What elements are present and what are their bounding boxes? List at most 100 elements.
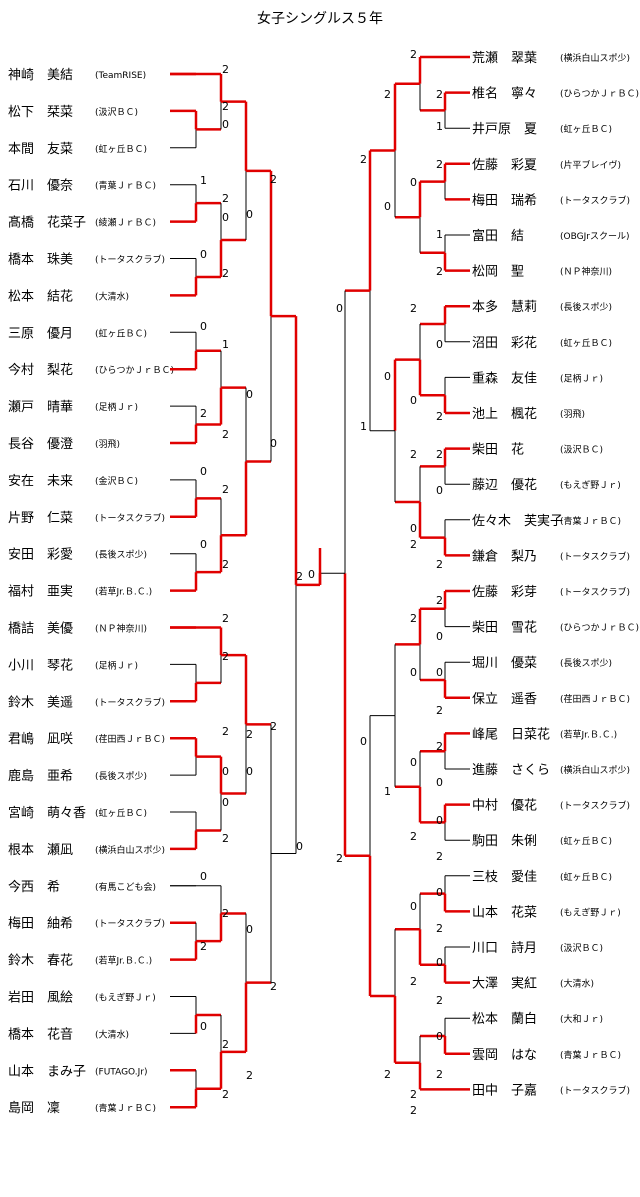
player-affiliation-right-7: (長後スポ少): [560, 301, 612, 313]
round-score: 0: [336, 302, 343, 315]
round-score: 2: [222, 1038, 229, 1051]
player-affiliation-left-14: (若草Jr.Ｂ.Ｃ.): [95, 586, 152, 598]
player-affiliation-right-24: (もえぎ野Ｊｒ): [560, 906, 621, 918]
player-name-right-5: 富田 結: [472, 228, 524, 244]
round-score: 1: [436, 228, 443, 241]
player-name-left-0: 神崎 美結: [8, 68, 73, 83]
round-score: 0: [200, 870, 207, 883]
player-name-right-0: 荒瀬 翠葉: [472, 51, 537, 66]
player-affiliation-left-18: (荏田西ＪｒＢＣ): [95, 734, 165, 745]
round-score: 2: [410, 538, 417, 551]
player-affiliation-right-5: (OBGJrスクール): [560, 231, 629, 242]
round-score: 2: [222, 483, 229, 496]
round-score: 0: [410, 666, 417, 679]
round-score: 1: [436, 120, 443, 133]
round-score: 2: [246, 728, 253, 741]
player-name-right-19: 峰尾 日菜花: [472, 726, 550, 742]
round-score: 2: [410, 48, 417, 61]
round-score: 0: [200, 1020, 207, 1033]
player-affiliation-left-25: (もえぎ野Ｊｒ): [95, 992, 156, 1004]
player-name-left-11: 安在 未来: [8, 474, 73, 489]
player-affiliation-right-13: (青葉ＪｒＢＣ): [560, 515, 621, 527]
player-name-right-16: 柴田 雪花: [472, 620, 537, 636]
player-name-left-26: 橋本 花音: [8, 1026, 73, 1042]
player-name-left-18: 君嶋 凪咲: [8, 731, 73, 747]
player-affiliation-left-15: (ＮＰ神奈川): [95, 623, 147, 635]
player-name-left-3: 石川 優奈: [8, 179, 73, 194]
player-name-left-14: 福村 亜実: [8, 584, 73, 600]
player-affiliation-right-15: (トータスクラブ): [560, 586, 630, 598]
round-score: 0: [246, 923, 253, 936]
round-score: 0: [246, 388, 253, 401]
player-name-right-26: 大澤 実紅: [472, 976, 537, 992]
round-score: 2: [436, 265, 443, 278]
player-name-right-12: 藤辺 優花: [472, 477, 537, 493]
player-name-right-3: 佐藤 彩夏: [472, 158, 537, 173]
player-affiliation-right-28: (青葉ＪｒＢＣ): [560, 1049, 621, 1061]
round-score: 0: [410, 900, 417, 913]
player-name-left-1: 松下 栞菜: [8, 105, 73, 120]
player-name-right-4: 梅田 瑞希: [472, 193, 537, 208]
round-score: 0: [410, 522, 417, 535]
round-score: 2: [222, 832, 229, 845]
player-affiliation-right-25: (汲沢ＢＣ): [560, 942, 603, 954]
round-score: 2: [270, 173, 277, 186]
round-score: 0: [296, 840, 303, 853]
player-affiliation-left-7: (虹ヶ丘ＢＣ): [95, 328, 147, 339]
player-affiliation-right-9: (足柄Ｊｒ): [560, 372, 603, 384]
round-score: 0: [384, 370, 391, 383]
round-score: 0: [410, 756, 417, 769]
round-score: 0: [436, 1030, 443, 1043]
round-score: 2: [222, 907, 229, 920]
round-score: 2: [222, 267, 229, 280]
round-score: 0: [436, 338, 443, 351]
player-name-right-17: 堀川 優菜: [472, 656, 537, 671]
round-score: 2: [200, 940, 207, 953]
player-affiliation-left-26: (大清水): [95, 1028, 129, 1040]
round-score: 2: [410, 1104, 417, 1117]
player-affiliation-right-21: (トータスクラブ): [560, 800, 630, 812]
round-score: 1: [222, 338, 229, 351]
player-affiliation-left-23: (トータスクラブ): [95, 918, 165, 930]
round-score: 0: [200, 465, 207, 478]
player-name-left-16: 小川 琴花: [8, 657, 73, 673]
round-score: 2: [436, 994, 443, 1007]
player-name-left-13: 安田 彩愛: [8, 548, 73, 563]
round-score: 2: [436, 1068, 443, 1081]
round-score: 2: [360, 153, 367, 166]
player-name-right-11: 柴田 花: [472, 442, 524, 458]
player-affiliation-left-22: (有馬こども会): [95, 881, 156, 893]
player-name-right-8: 沼田 彩花: [472, 335, 537, 351]
round-score: 1: [360, 420, 367, 433]
player-affiliation-left-16: (足柄Ｊｒ): [95, 659, 138, 671]
round-score: 2: [436, 594, 443, 607]
round-score: 2: [436, 850, 443, 863]
round-score: 1: [384, 785, 391, 798]
round-score: 0: [246, 208, 253, 221]
player-affiliation-left-4: (綾瀬ＪｒＢＣ): [95, 217, 156, 229]
round-score: 2: [246, 1069, 253, 1082]
round-score: 0: [384, 200, 391, 213]
player-name-left-21: 根本 瀬凪: [8, 843, 73, 858]
round-score: 2: [222, 558, 229, 571]
player-name-left-5: 橋本 珠美: [8, 253, 73, 268]
player-name-right-7: 本多 慧莉: [472, 299, 537, 315]
player-name-right-18: 保立 遥香: [472, 692, 537, 707]
player-name-right-2: 井戸原 夏: [472, 122, 537, 137]
round-score: 0: [436, 666, 443, 679]
player-name-left-6: 松本 結花: [8, 288, 73, 304]
player-name-right-23: 三枝 愛佳: [472, 870, 537, 885]
player-affiliation-left-19: (長後スポ少): [95, 770, 147, 782]
player-name-right-1: 椎名 寧々: [472, 86, 537, 102]
player-name-left-25: 岩田 風絵: [8, 991, 73, 1006]
round-score: 0: [200, 320, 207, 333]
player-affiliation-right-14: (トータスクラブ): [560, 550, 630, 562]
player-affiliation-right-11: (汲沢ＢＣ): [560, 444, 603, 456]
round-score: 2: [410, 975, 417, 988]
player-affiliation-left-20: (虹ヶ丘ＢＣ): [95, 808, 147, 819]
player-affiliation-left-12: (トータスクラブ): [95, 512, 165, 524]
round-score: 2: [270, 980, 277, 993]
player-name-left-27: 山本 まみ子: [8, 1064, 86, 1079]
round-score: 0: [222, 211, 229, 224]
